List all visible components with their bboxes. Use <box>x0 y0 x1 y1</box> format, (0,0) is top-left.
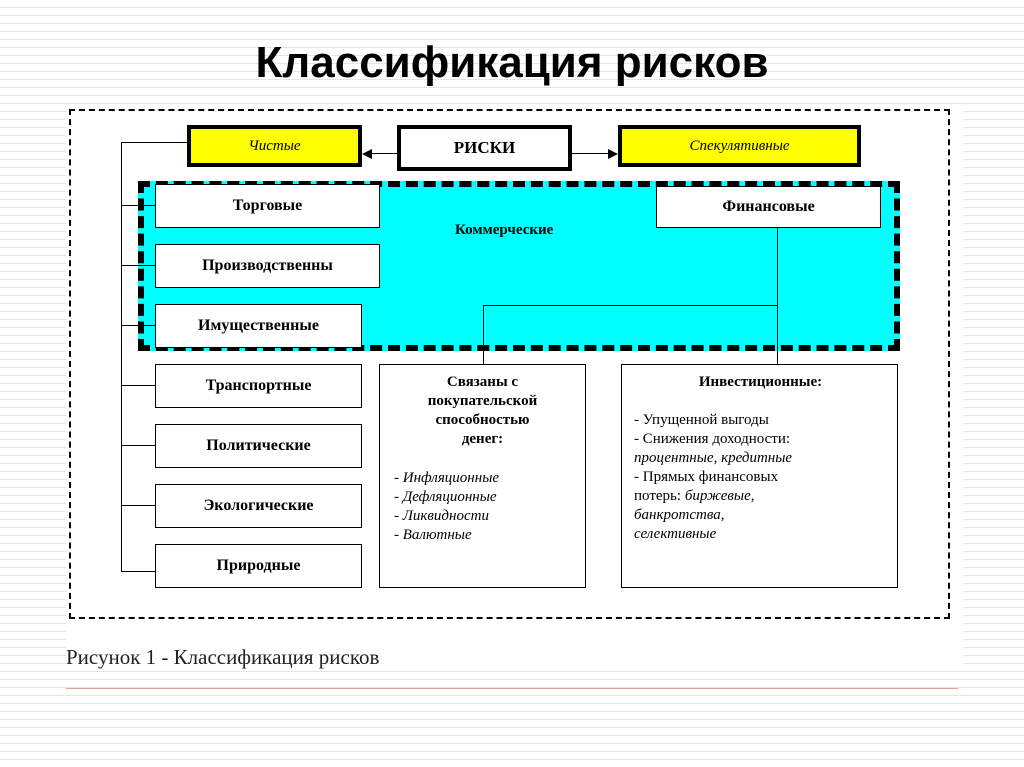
investment-risks-box: Инвестиционные: - Упущенной выгоды - Сни… <box>621 364 898 588</box>
ecological-risks-box: Экологические <box>155 484 362 528</box>
investment-line: банкротства, <box>634 507 725 523</box>
connector-ecological <box>121 505 155 506</box>
financial-risks-box: Финансовые <box>656 186 881 228</box>
slide-title: Классификация рисков <box>255 38 769 87</box>
transport-risks-box: Транспортные <box>155 364 362 408</box>
connector-pure <box>121 142 187 143</box>
purchasing-power-heading: Связаны с покупательской способностью де… <box>380 373 585 449</box>
investment-line: процентные, кредитные <box>634 450 793 466</box>
inflation-risk-item: - Инфляционные <box>394 470 500 486</box>
production-risks-box: Производственны <box>155 244 380 288</box>
diagram-outer-frame <box>69 109 950 619</box>
connector-financial-horizontal <box>483 305 778 306</box>
figure-caption: Рисунок 1 - Классификация рисков <box>66 645 380 669</box>
investment-heading: Инвестиционные: <box>698 374 823 390</box>
connector-production <box>121 265 155 266</box>
property-risks-box: Имущественные <box>155 304 362 348</box>
political-risks-box: Политические <box>155 424 362 468</box>
heading-line: денег: <box>461 431 504 447</box>
heading-line: способностью <box>435 412 530 428</box>
heading-line: Связаны с <box>446 374 519 390</box>
investment-line: - Упущенной выгоды <box>634 412 769 428</box>
trade-risks-box: Торговые <box>155 184 380 228</box>
commercial-risks-label: Коммерческие <box>455 222 554 238</box>
purchasing-power-items: - Инфляционные - Дефляционные - Ликвидно… <box>380 469 585 545</box>
deflation-risk-item: - Дефляционные <box>394 489 497 505</box>
arrow-line-right <box>572 153 608 154</box>
natural-risks-box: Природные <box>155 544 362 588</box>
investment-line: селективные <box>634 526 717 542</box>
currency-risk-item: - Валютные <box>394 527 472 543</box>
investment-items: - Упущенной выгоды - Снижения доходности… <box>634 411 887 544</box>
investment-line: - Снижения доходности: <box>634 431 791 447</box>
connector-purchasing-down <box>483 305 484 364</box>
purchasing-power-risks-box: Связаны с покупательской способностью де… <box>379 364 586 588</box>
pure-risks-box: Чистые <box>187 125 362 167</box>
investment-line: - Прямых финансовых <box>634 469 779 485</box>
risks-root-box: РИСКИ <box>397 125 572 171</box>
arrowhead-left <box>362 149 372 159</box>
arrow-line-left <box>371 153 397 154</box>
bottom-divider <box>66 688 958 689</box>
investment-line: потерь: биржевые, <box>634 488 755 504</box>
connector-transport <box>121 385 155 386</box>
connector-political <box>121 445 155 446</box>
connector-trade <box>121 205 155 206</box>
arrowhead-right <box>608 149 618 159</box>
left-trunk-line <box>121 142 122 572</box>
connector-property <box>121 325 155 326</box>
heading-line: покупательской <box>427 393 538 409</box>
liquidity-risk-item: - Ликвидности <box>394 508 489 524</box>
connector-natural <box>121 571 155 572</box>
speculative-risks-box: Спекулятивные <box>618 125 861 167</box>
connector-financial-down <box>777 228 778 364</box>
